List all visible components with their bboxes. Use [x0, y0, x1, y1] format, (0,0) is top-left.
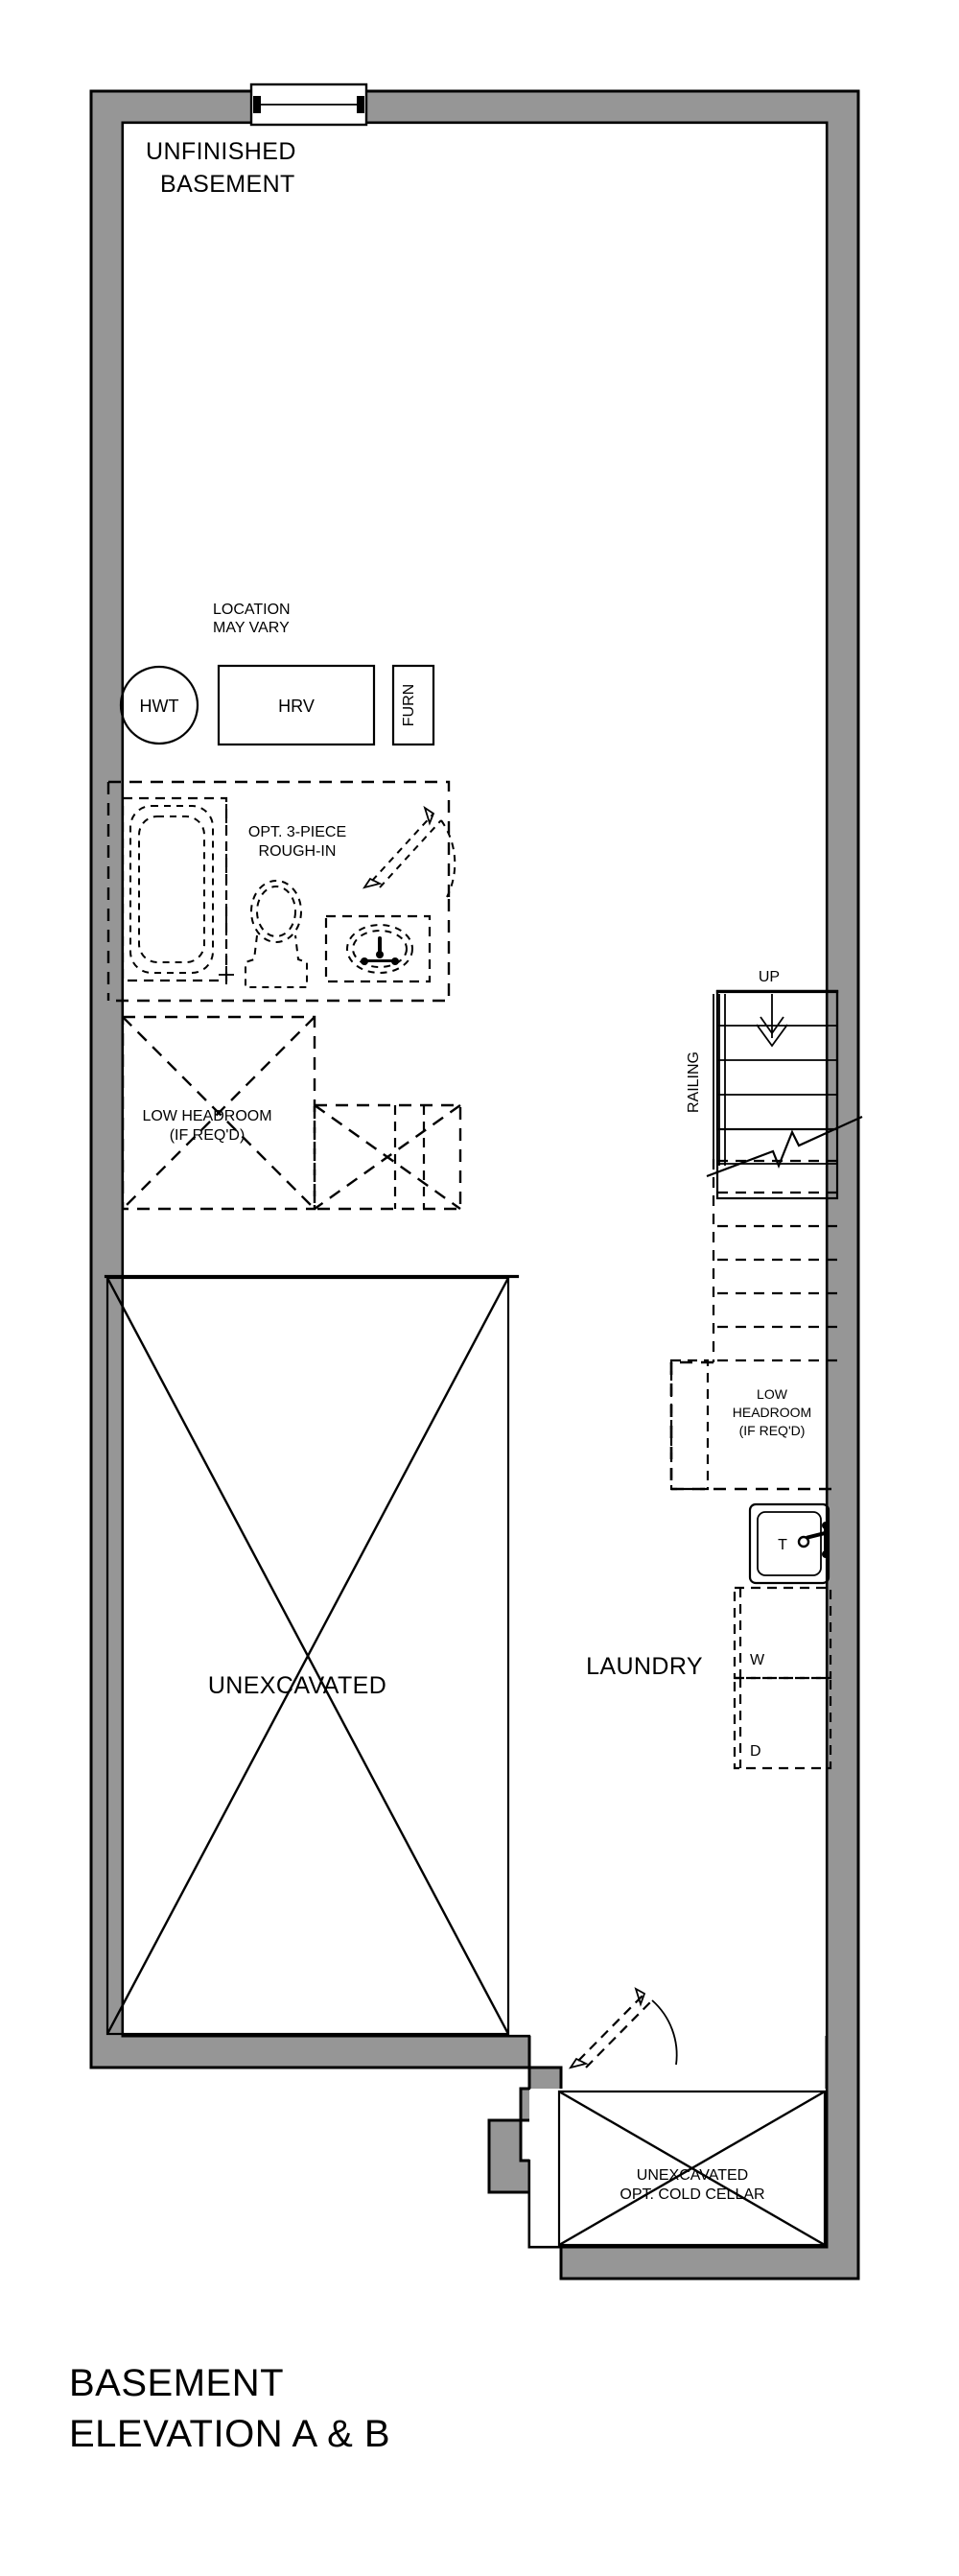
drawing-title-line2: ELEVATION A & B	[69, 2413, 390, 2455]
cold-cellar-group: UNEXCAVATED OPT. COLD CELLAR	[557, 2090, 827, 2247]
cold-cellar-door-group	[568, 1987, 678, 2069]
low-headroom-right-line3: (IF REQ'D)	[739, 1423, 806, 1438]
sink-basin-inner	[352, 930, 408, 968]
low-headroom-left-box	[121, 1015, 316, 1211]
hot-water-tank-symbol	[119, 665, 199, 745]
laundry-tub-faucet-icon	[797, 1522, 830, 1558]
unexcavated-main-outline	[105, 1276, 510, 2036]
bathtub-enclosure	[121, 796, 228, 982]
cold-cellar-outline	[557, 2090, 827, 2247]
furnace-label: FURN	[401, 684, 417, 726]
room-label-unfinished-basement: UNFINISHED BASEMENT	[146, 138, 296, 198]
vanity-counter	[324, 914, 432, 983]
stair-railing	[713, 994, 726, 1166]
unexcavated-main-group: UNEXCAVATED	[104, 1274, 520, 2036]
stair-up-arrow-icon	[756, 994, 788, 1048]
hrv-unit-symbol	[217, 664, 376, 746]
low-headroom-left-group: LOW HEADROOM (IF REQ'D)	[121, 1015, 316, 1211]
drawing-title-line1: BASEMENT	[69, 2362, 284, 2404]
bathroom-outer-boundary	[108, 780, 451, 1003]
cold-cellar-door-swing-arc	[651, 1999, 678, 2066]
low-headroom-right-line2: HEADROOM	[733, 1405, 811, 1420]
laundry-group: LAUNDRY T W D	[586, 1502, 832, 1770]
hot-water-tank-label: HWT	[140, 697, 179, 716]
stairs-up-label: UP	[759, 969, 780, 985]
laundry-tub-label: T	[778, 1537, 787, 1553]
washer-fixture: W	[733, 1586, 832, 1680]
low-headroom-right-inner-box	[669, 1359, 710, 1491]
unfinished-basement-line2: BASEMENT	[160, 171, 295, 198]
interior-floor-area	[123, 123, 827, 2247]
cold-cellar-line1: UNEXCAVATED	[637, 2167, 748, 2184]
low-headroom-secondary-group	[313, 1103, 462, 1211]
toilet-fixture	[245, 880, 308, 988]
bathroom-rough-in-group: OPT. 3-PIECE ROUGH-IN	[106, 780, 456, 1003]
bathroom-note-line1: OPT. 3-PIECE	[248, 824, 346, 840]
cold-cellar-line2: OPT. COLD CELLAR	[620, 2186, 764, 2203]
mechanical-note-line2: MAY VARY	[213, 620, 290, 636]
hrv-unit-label: HRV	[278, 697, 315, 716]
furnace-symbol	[391, 664, 435, 746]
laundry-label: LAUNDRY	[586, 1653, 703, 1680]
low-headroom-right-group: LOW HEADROOM (IF REQ'D)	[669, 1359, 834, 1491]
sink-faucet-icon	[361, 936, 399, 965]
sink-basin-outer	[346, 924, 413, 974]
staircase-group: UP RAILING	[686, 969, 863, 1362]
dryer-label: D	[750, 1743, 761, 1760]
mechanical-equipment-group: LOCATION MAY VARY HWT HRV FURN	[119, 602, 435, 746]
railing-label: RAILING	[686, 1052, 702, 1113]
stair-break-line	[706, 1115, 863, 1178]
bathtub-basin	[138, 815, 205, 963]
dryer-fixture: D	[733, 1676, 832, 1770]
low-headroom-secondary-box	[313, 1103, 462, 1211]
laundry-tub-fixture: T	[748, 1502, 830, 1585]
low-headroom-left-line1: LOW HEADROOM	[142, 1108, 271, 1124]
low-headroom-right-line1: LOW	[757, 1386, 788, 1402]
stair-treads-dashed	[712, 1159, 837, 1362]
mechanical-note-line1: LOCATION	[213, 602, 291, 618]
bathtub-outline	[129, 805, 214, 974]
unexcavated-main-label: UNEXCAVATED	[208, 1672, 386, 1699]
bathroom-door-swing	[362, 805, 456, 898]
low-headroom-left-line2: (IF REQ'D)	[170, 1127, 246, 1144]
basement-window	[249, 83, 368, 127]
bathroom-note-line2: ROUGH-IN	[259, 843, 337, 860]
unfinished-basement-line1: UNFINISHED	[146, 138, 296, 165]
drawing-title-block: BASEMENT ELEVATION A & B	[69, 2362, 390, 2455]
washer-label: W	[750, 1652, 765, 1668]
